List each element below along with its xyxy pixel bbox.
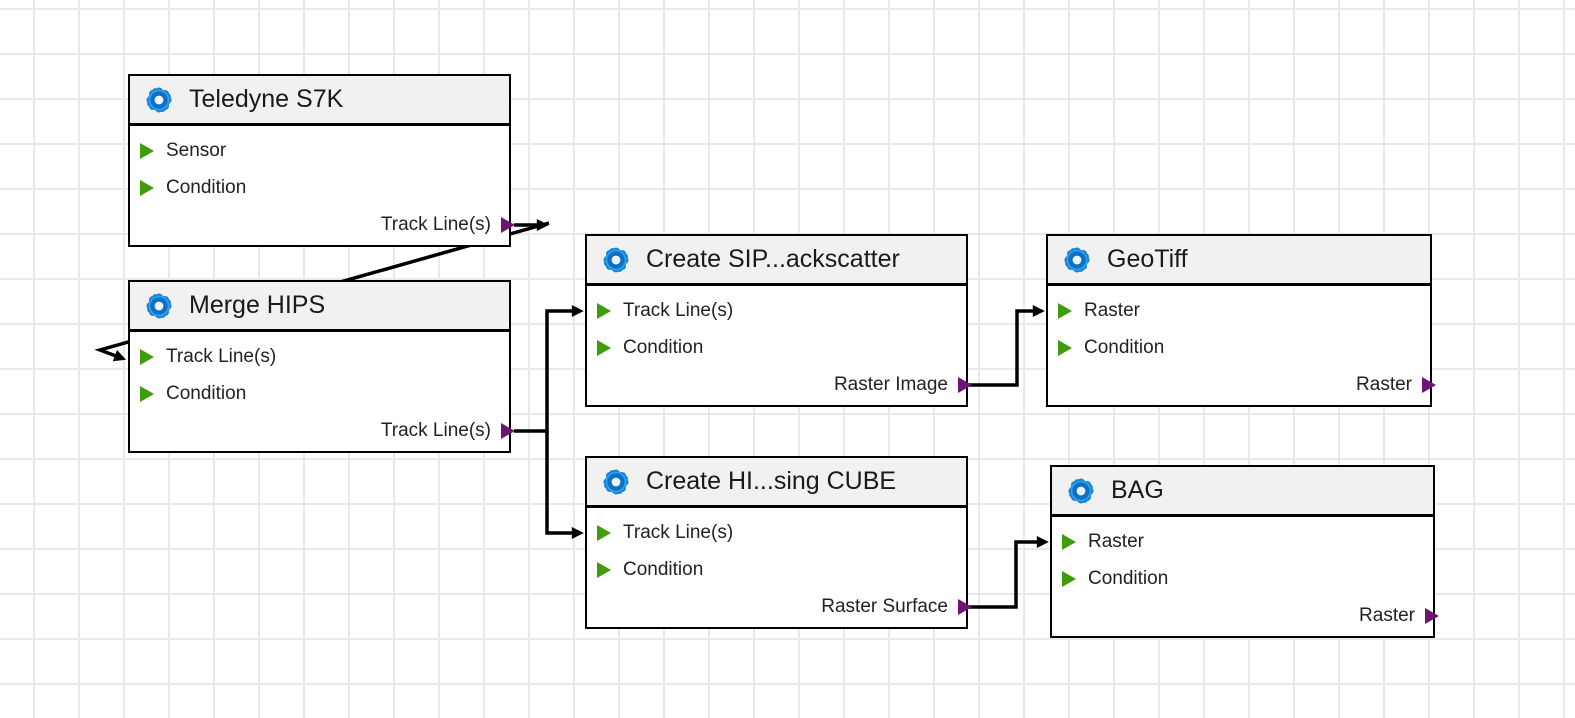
input-port-label: Sensor (166, 139, 227, 161)
node-geotiff[interactable]: GeoTiff Raster Condition Raster (1046, 234, 1436, 407)
node-merge-hips[interactable]: Merge HIPS Track Line(s) Condition Track… (128, 280, 515, 453)
gear-icon (142, 289, 176, 323)
gear-icon (142, 83, 176, 117)
node-body: Raster Condition Raster (1048, 286, 1436, 405)
input-arrow-icon (140, 385, 154, 402)
gear-icon (1060, 243, 1094, 277)
input-port[interactable]: Track Line(s) (587, 514, 966, 551)
input-arrow-icon (1062, 533, 1076, 550)
node-bag[interactable]: BAG Raster Condition Raster (1050, 465, 1439, 638)
input-port[interactable]: Condition (1048, 329, 1430, 366)
input-port[interactable]: Track Line(s) (587, 292, 966, 329)
node-header[interactable]: Merge HIPS (130, 282, 509, 332)
node-body: Raster Condition Raster (1052, 517, 1439, 636)
node-body: Track Line(s) Condition Raster Surface (587, 508, 972, 627)
input-arrow-icon (597, 339, 611, 356)
node-title: Create SIP...ackscatter (646, 245, 900, 273)
input-port-label: Track Line(s) (166, 345, 277, 367)
output-port-label: Raster Image (833, 373, 948, 395)
output-arrow-icon (501, 216, 515, 233)
input-arrow-icon (597, 524, 611, 541)
input-port[interactable]: Condition (587, 551, 966, 588)
input-port[interactable]: Raster (1048, 292, 1430, 329)
node-title: GeoTiff (1107, 245, 1188, 273)
input-port[interactable]: Condition (587, 329, 966, 366)
node-body: Track Line(s) Condition Track Line(s) (130, 332, 515, 451)
wire-merge-to-create-hips[interactable] (545, 431, 584, 539)
input-port-label: Condition (166, 176, 247, 198)
output-port[interactable]: Raster (1048, 366, 1436, 403)
input-port[interactable]: Raster (1052, 523, 1433, 560)
output-port[interactable]: Track Line(s) (130, 206, 515, 243)
input-port-label: Raster (1088, 530, 1144, 552)
input-port-label: Condition (166, 382, 247, 404)
node-header[interactable]: Teledyne S7K (130, 76, 509, 126)
input-arrow-icon (140, 142, 154, 159)
output-arrow-icon (1425, 607, 1439, 624)
node-body: Track Line(s) Condition Raster Image (587, 286, 972, 405)
input-arrow-icon (1058, 302, 1072, 319)
output-port[interactable]: Raster (1052, 597, 1439, 634)
output-arrow-icon (1422, 376, 1436, 393)
input-port[interactable]: Condition (130, 169, 509, 206)
output-arrow-icon (958, 376, 972, 393)
node-create-sips-backscatter[interactable]: Create SIP...ackscatter Track Line(s) Co… (585, 234, 972, 407)
gear-icon (599, 465, 633, 499)
output-port-label: Raster (1359, 604, 1415, 626)
node-header[interactable]: GeoTiff (1048, 236, 1430, 286)
input-port-label: Condition (1084, 336, 1165, 358)
input-arrow-icon (140, 348, 154, 365)
input-port-label: Raster (1084, 299, 1140, 321)
node-header[interactable]: Create HI...sing CUBE (587, 458, 966, 508)
node-create-hips-cube[interactable]: Create HI...sing CUBE Track Line(s) Cond… (585, 456, 972, 629)
node-title: Create HI...sing CUBE (646, 467, 897, 495)
input-port-label: Condition (1088, 567, 1169, 589)
input-port[interactable]: Sensor (130, 132, 509, 169)
input-arrow-icon (140, 179, 154, 196)
input-port-label: Track Line(s) (623, 299, 734, 321)
output-port-label: Raster (1356, 373, 1412, 395)
output-port[interactable]: Raster Surface (587, 588, 972, 625)
input-port[interactable]: Condition (130, 375, 509, 412)
wire-merge-to-create-sips[interactable] (514, 305, 584, 433)
output-arrow-icon (501, 422, 515, 439)
input-port-label: Condition (623, 558, 704, 580)
node-title: Merge HIPS (189, 291, 326, 319)
input-port[interactable]: Track Line(s) (130, 338, 509, 375)
node-title: BAG (1111, 476, 1164, 504)
output-port-label: Track Line(s) (380, 213, 491, 235)
output-port[interactable]: Track Line(s) (130, 412, 515, 449)
node-teledyne-s7k[interactable]: Teledyne S7K Sensor Condition Track Line… (128, 74, 515, 247)
input-port-label: Condition (623, 336, 704, 358)
wire-hips-to-bag[interactable] (966, 536, 1049, 609)
output-port-label: Raster Surface (821, 595, 948, 617)
wire-sips-to-geotiff[interactable] (966, 305, 1045, 387)
input-port[interactable]: Condition (1052, 560, 1433, 597)
node-header[interactable]: Create SIP...ackscatter (587, 236, 966, 286)
node-header[interactable]: BAG (1052, 467, 1433, 517)
input-arrow-icon (1062, 570, 1076, 587)
input-port-label: Track Line(s) (623, 521, 734, 543)
input-arrow-icon (597, 302, 611, 319)
input-arrow-icon (597, 561, 611, 578)
gear-icon (599, 243, 633, 277)
output-port-label: Track Line(s) (380, 419, 491, 441)
node-title: Teledyne S7K (189, 85, 344, 113)
input-arrow-icon (1058, 339, 1072, 356)
gear-icon (1064, 474, 1098, 508)
output-arrow-icon (958, 598, 972, 615)
node-body: Sensor Condition Track Line(s) (130, 126, 515, 245)
output-port[interactable]: Raster Image (587, 366, 972, 403)
